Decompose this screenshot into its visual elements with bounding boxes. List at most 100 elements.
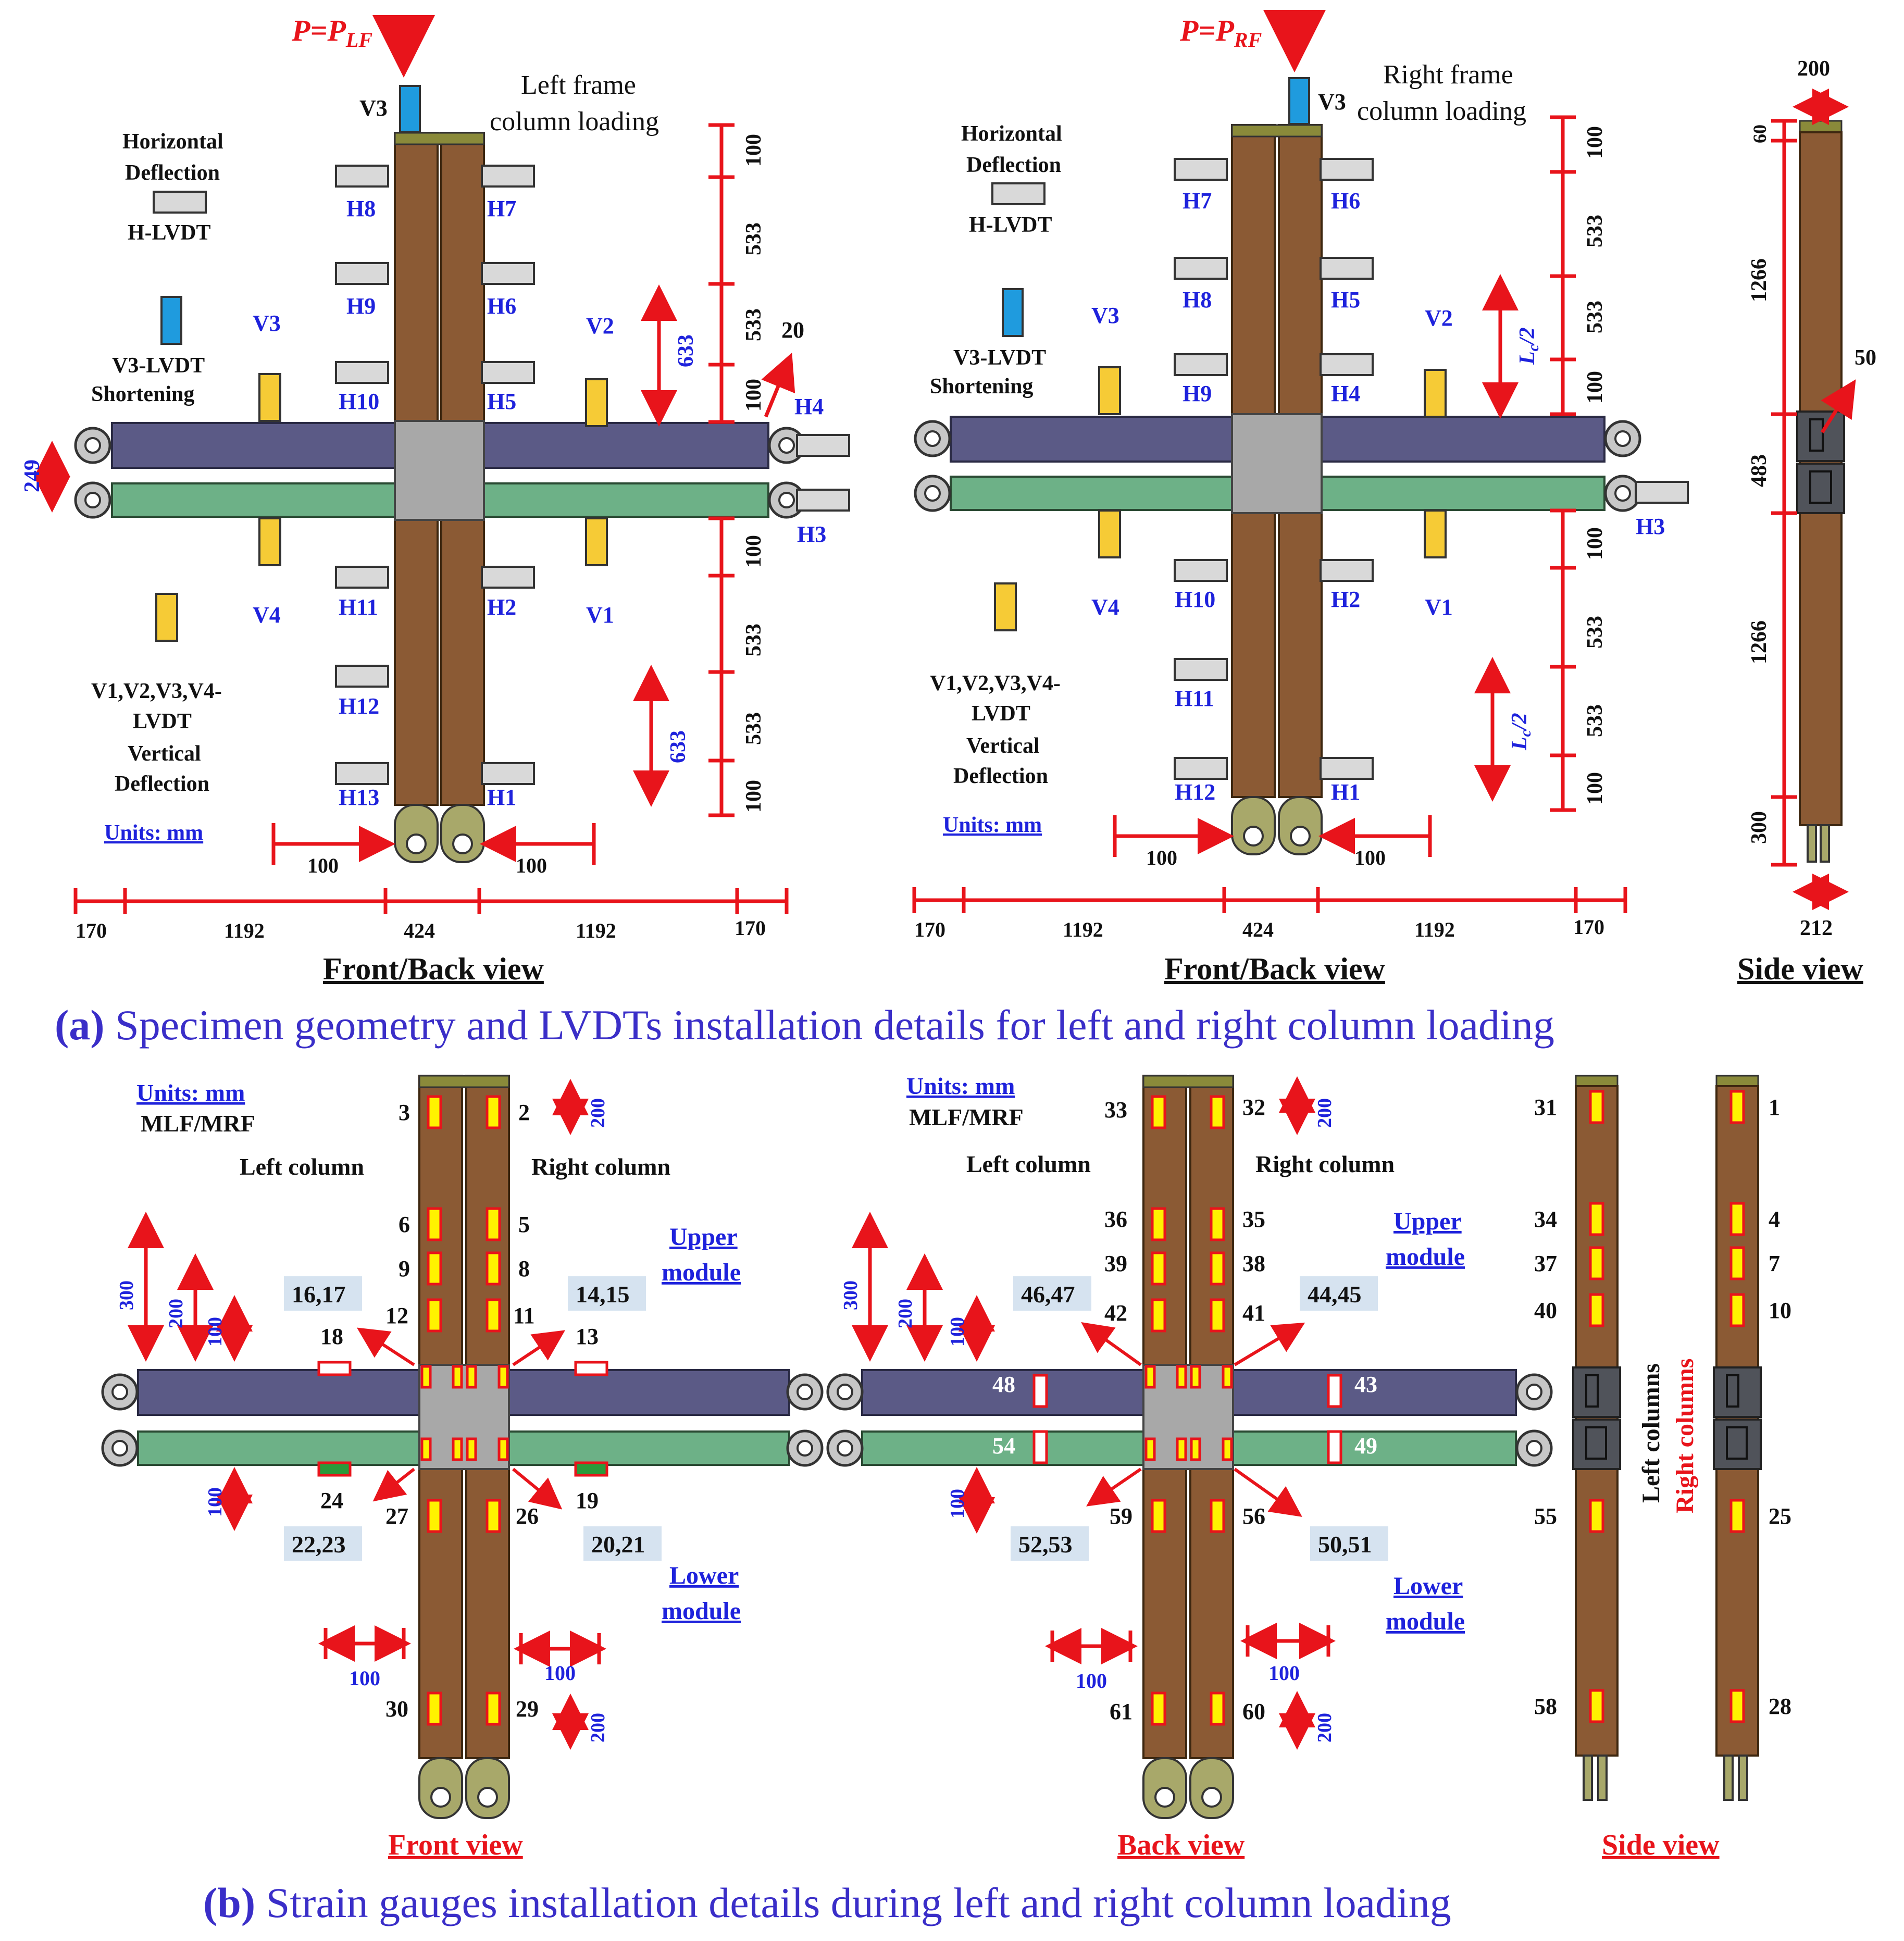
dim-lc-lower: Lc/2 (1508, 713, 1534, 751)
dim-lines (128, 1079, 606, 1750)
h-lvdt-right-group (481, 165, 850, 785)
v-lvdt-legend-icon (155, 593, 178, 642)
gauge-48-label: 48 (992, 1372, 1015, 1397)
h-lvdt-legend-icon (991, 182, 1046, 205)
h9-label: H9 (1183, 381, 1212, 406)
upper-module-line1: Upper (1393, 1208, 1462, 1235)
column-bottom-pins (1142, 1757, 1234, 1819)
view-title: Front/Back view (1164, 952, 1386, 986)
gauge-25-label: 25 (1769, 1503, 1791, 1529)
dim-533: 533 (1583, 215, 1607, 247)
gauge-31-label: 31 (1534, 1094, 1557, 1120)
v4-label: V4 (1091, 594, 1119, 620)
strain-gauge-side-view: 31 34 37 40 55 58 1 4 7 10 25 28 Left co… (1534, 1075, 1791, 1861)
dim-424: 424 (404, 919, 435, 942)
lower-module-line1: Lower (1393, 1572, 1463, 1600)
gauge-60-label: 60 (1242, 1699, 1265, 1724)
left-frame-front-back-view: P=PLF V3 Left frame column loading Horiz… (20, 14, 850, 986)
h4-label: H4 (794, 394, 824, 419)
gauge-61-label: 61 (1110, 1699, 1133, 1724)
dim-100-right: 100 (516, 854, 547, 877)
dim-200: 200 (587, 1098, 609, 1128)
dim-lines-100 (1113, 815, 1432, 857)
h1-label: H1 (1331, 779, 1360, 805)
dim-1266: 1266 (1747, 620, 1771, 664)
dim-100: 100 (1076, 1669, 1107, 1693)
left-column-label: Left column (240, 1153, 364, 1180)
gauge-2-label: 2 (518, 1100, 530, 1125)
lower-module-line2: module (662, 1597, 741, 1625)
legend-h-line2: Deflection (966, 153, 1061, 177)
h-lvdt-legend-icon (153, 191, 207, 214)
dim-lines-bottom (912, 887, 1627, 913)
dim-100: 100 (1583, 371, 1607, 404)
legend-v3-line2: Shortening (930, 375, 1033, 399)
v-lvdt-group (258, 373, 608, 566)
h9-label: H9 (346, 293, 376, 319)
legend-v-line1: V1,V2,V3,V4- (930, 671, 1061, 695)
legend-h-line3: H-LVDT (969, 213, 1052, 237)
h4-label: H4 (1331, 381, 1360, 406)
dim-100: 100 (204, 1487, 226, 1517)
gauge-49-label: 49 (1354, 1433, 1377, 1459)
dim-212: 212 (1800, 916, 1833, 940)
dim-20: 20 (781, 317, 804, 343)
gauge-40-label: 40 (1534, 1298, 1557, 1323)
joint-plates (1142, 1364, 1234, 1470)
h-lvdt-left-group (335, 165, 389, 785)
gauge-13-mark (574, 1361, 608, 1376)
gauge-box-20-21: 20,21 (591, 1531, 645, 1558)
dim-100: 100 (1583, 772, 1607, 805)
gauge-34-label: 34 (1534, 1206, 1557, 1232)
gauge-pointer-arrows (1081, 1322, 1305, 1517)
legend-v-line1: V1,V2,V3,V4- (91, 679, 222, 703)
units-label: Units: mm (136, 1079, 245, 1106)
dim-50: 50 (1855, 346, 1876, 370)
gauge-box-14-15: 14,15 (576, 1281, 630, 1308)
h8-label: H8 (1183, 287, 1212, 313)
dim-lc-upper: Lc/2 (1515, 327, 1542, 365)
gauge-43-label: 43 (1354, 1372, 1377, 1397)
dim-100-left: 100 (1146, 846, 1177, 869)
dim-533: 533 (1583, 616, 1607, 649)
h1-label: H1 (487, 785, 516, 810)
v4-label: V4 (253, 602, 281, 628)
dim-60: 60 (1749, 125, 1770, 143)
gauge-pointer-arrows (356, 1327, 565, 1510)
column-bottom-pins (1231, 796, 1323, 855)
v3-label: V3 (1091, 303, 1119, 328)
upper-module-line2: module (662, 1259, 741, 1286)
frame-title-line2: column loading (490, 107, 659, 136)
gauge-box-50-51: 50,51 (1318, 1531, 1372, 1558)
v3-lvdt-legend-icon (160, 296, 182, 345)
v3-top-lvdt (399, 85, 421, 133)
units-label: Units: mm (906, 1073, 1015, 1099)
legend-v-line2: LVDT (133, 710, 192, 733)
v3-top-label: V3 (359, 95, 388, 121)
legend-v3-line1: V3-LVDT (953, 346, 1046, 370)
dim-200: 200 (587, 1713, 609, 1743)
gauge-32-label: 32 (1242, 1094, 1265, 1120)
strain-gauge-marks (1144, 1095, 1233, 1726)
dim-483: 483 (1747, 454, 1771, 487)
dim-200: 200 (165, 1299, 187, 1328)
joint-plates (394, 420, 485, 521)
gauge-18-label: 18 (320, 1324, 343, 1349)
gauge-26-label: 26 (516, 1503, 539, 1529)
upper-module-line1: Upper (669, 1223, 738, 1251)
dim-100-left: 100 (307, 854, 339, 877)
left-columns-label: Left columns (1637, 1363, 1665, 1503)
right-frame-front-back-view: P=PRF V3 Right frame column loading Hori… (912, 10, 1689, 986)
side-view-a: 200 60 1266 483 1266 300 50 212 Side vie… (1737, 57, 1876, 986)
dim-1266: 1266 (1747, 258, 1771, 302)
right-column-label: Right column (1255, 1151, 1395, 1177)
gauge-4-label: 4 (1769, 1206, 1780, 1232)
gauge-box-16-17: 16,17 (292, 1281, 346, 1308)
legend-v-line2: LVDT (972, 702, 1030, 726)
gauge-56-label: 56 (1242, 1503, 1265, 1529)
caption-b: (b) Strain gauges installation details d… (203, 1879, 1451, 1926)
v1-label: V1 (586, 602, 614, 628)
gauge-35-label: 35 (1242, 1206, 1265, 1232)
dim-100: 100 (1583, 527, 1607, 560)
side-cap (1799, 120, 1843, 133)
